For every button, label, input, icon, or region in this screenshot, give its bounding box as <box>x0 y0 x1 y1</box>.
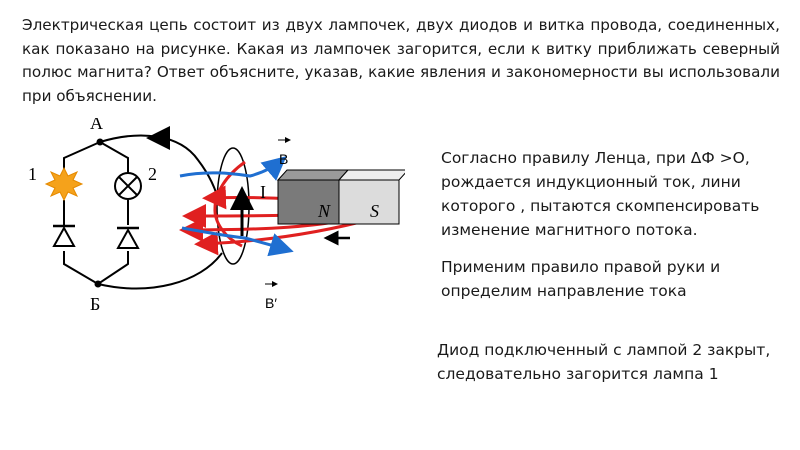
node-b-label: Б <box>90 294 100 314</box>
lamp-1-label: 1 <box>28 164 37 184</box>
right-hand-rule-text: Применим правило правой руки и определим… <box>441 258 721 300</box>
field-b-prime-label: B′ <box>265 295 277 311</box>
circuit-figure: А Б 1 2 N S <box>20 118 405 324</box>
magnet-north-label: N <box>317 201 331 221</box>
lamp-1-lit-icon <box>44 166 84 202</box>
field-b-label: B <box>279 151 288 167</box>
lamp-2-icon <box>114 172 142 200</box>
lamp-2-label: 2 <box>148 164 157 184</box>
conclusion-text: Диод подключенный с лампой 2 закрыт, сле… <box>437 341 771 383</box>
magnet-icon <box>276 169 405 225</box>
magnet-south-label: S <box>370 201 379 221</box>
diode-1-icon <box>52 224 76 247</box>
current-label: I <box>260 182 266 202</box>
problem-text: Электрическая цепь состоит из двух лампо… <box>22 16 780 105</box>
lenz-rule-text: Согласно правилу Ленца, при ΔФ >О, рожда… <box>441 149 760 239</box>
wire-to-loop <box>97 252 223 290</box>
induced-field-lines-blue <box>179 156 294 257</box>
diode-2-icon <box>116 226 140 249</box>
node-b-dot <box>94 280 102 288</box>
node-a-label: А <box>90 118 103 133</box>
node-a-dot <box>96 138 104 146</box>
